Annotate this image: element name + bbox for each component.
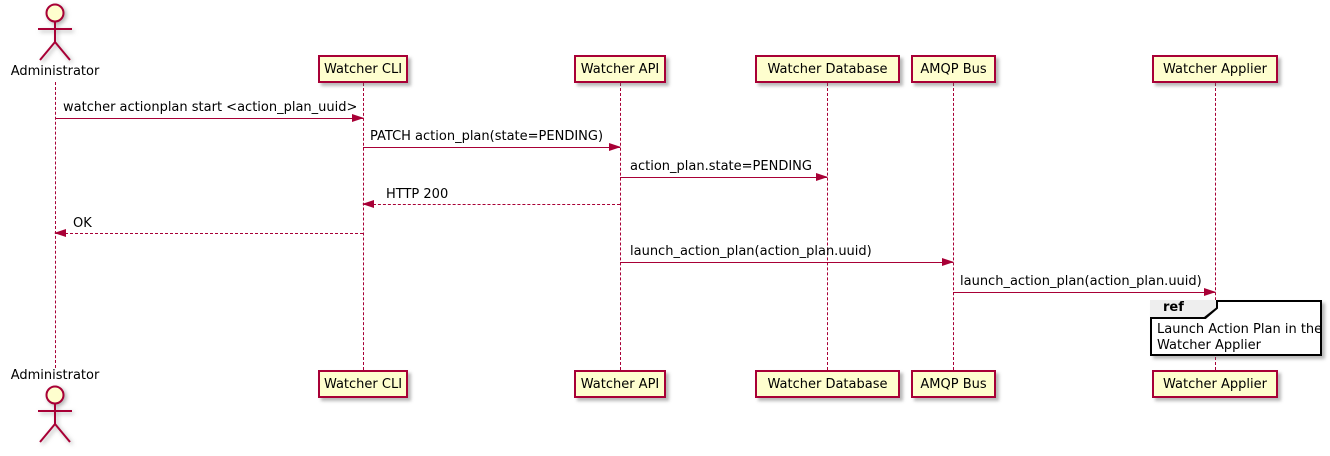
arrowhead-icon (942, 258, 954, 266)
lifeline-watcher-api (620, 83, 621, 370)
message-arrow-6 (620, 258, 954, 266)
participant-watcher-api-bottom: Watcher API (574, 370, 666, 398)
participant-watcher-applier-top: Watcher Applier (1152, 55, 1278, 83)
ref-keyword: ref (1150, 300, 1216, 317)
arrowhead-icon (609, 143, 621, 151)
message-label-6: launch_action_plan(action_plan.uuid) (630, 244, 872, 259)
participant-amqp-bus-top: AMQP Bus (911, 55, 996, 83)
ref-text-line1: Launch Action Plan in the (1157, 322, 1323, 337)
message-label-4: HTTP 200 (386, 187, 449, 202)
message-arrow-2 (363, 143, 621, 151)
message-label-3: action_plan.state=PENDING (630, 159, 812, 174)
actor-label-top: Administrator (10, 64, 100, 79)
lifeline-amqp-bus (953, 83, 954, 370)
message-arrow-1 (55, 114, 364, 122)
actor-administrator-top (29, 2, 81, 68)
message-arrow-4 (362, 200, 620, 208)
arrowhead-icon (352, 114, 364, 122)
lifeline-administrator (55, 82, 56, 368)
message-label-2: PATCH action_plan(state=PENDING) (370, 129, 604, 144)
participant-watcher-applier-bottom: Watcher Applier (1152, 370, 1278, 398)
actor-administrator-bottom (29, 384, 81, 450)
ref-tab: ref (1150, 300, 1218, 319)
lifeline-watcher-applier (1215, 83, 1216, 370)
actor-icon (38, 3, 72, 61)
message-arrow-5 (54, 229, 363, 237)
message-arrow-7 (953, 288, 1216, 296)
participant-amqp-bus-bottom: AMQP Bus (911, 370, 996, 398)
ref-fragment: ref Launch Action Plan in the Watcher Ap… (1150, 300, 1322, 356)
message-arrow-3 (620, 173, 828, 181)
ref-text-line2: Watcher Applier (1157, 338, 1261, 353)
participant-watcher-cli-bottom: Watcher CLI (318, 370, 408, 398)
participant-watcher-database-bottom: Watcher Database (755, 370, 900, 398)
message-label-1: watcher actionplan start <action_plan_uu… (63, 100, 358, 115)
participant-watcher-cli-top: Watcher CLI (318, 55, 408, 83)
participant-watcher-api-top: Watcher API (574, 55, 666, 83)
arrowhead-icon (1204, 288, 1216, 296)
lifeline-watcher-database (827, 83, 828, 370)
arrowhead-icon (816, 173, 828, 181)
ref-text: Launch Action Plan in the Watcher Applie… (1157, 322, 1322, 354)
participant-watcher-database-top: Watcher Database (755, 55, 900, 83)
actor-label-bottom: Administrator (10, 368, 100, 383)
arrowhead-icon (362, 200, 374, 208)
message-label-5: OK (73, 216, 92, 231)
message-label-7: launch_action_plan(action_plan.uuid) (960, 274, 1202, 289)
actor-icon (38, 385, 72, 443)
lifeline-watcher-cli (363, 83, 364, 370)
arrowhead-icon (54, 229, 66, 237)
